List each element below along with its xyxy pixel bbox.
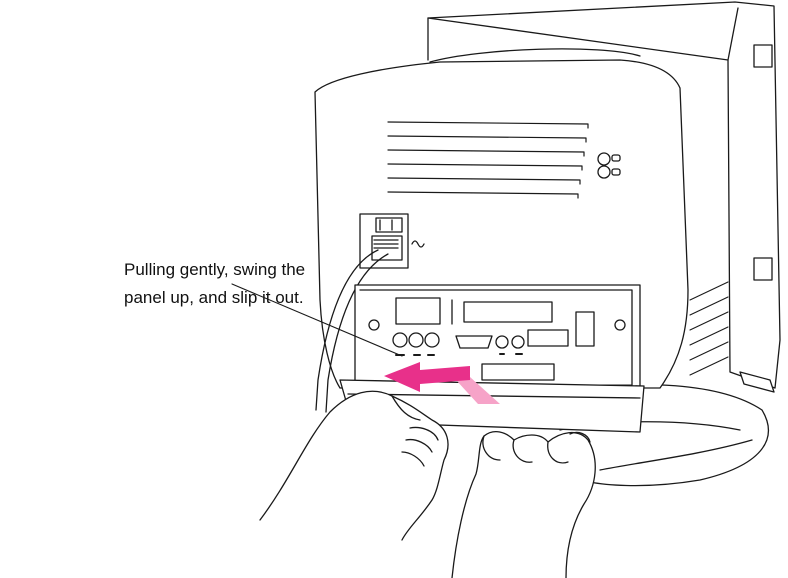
right-hand-icon bbox=[452, 432, 595, 578]
left-hand-icon bbox=[260, 391, 448, 540]
